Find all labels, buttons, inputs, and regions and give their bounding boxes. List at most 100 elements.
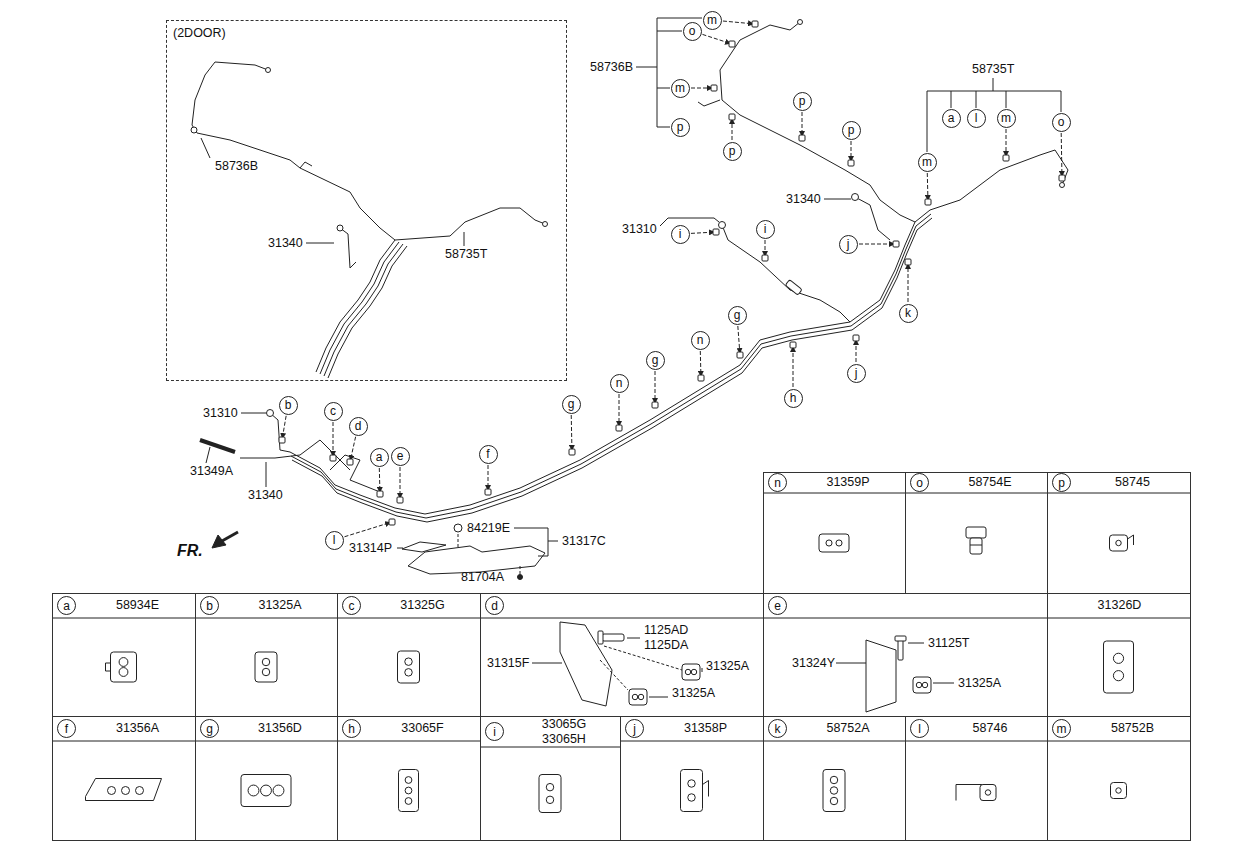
callout-letter-text: o bbox=[1058, 116, 1065, 128]
part-number: 31325G bbox=[400, 598, 444, 612]
pipe-clip bbox=[711, 85, 717, 91]
part-icon bbox=[241, 775, 291, 807]
table-line bbox=[337, 741, 480, 742]
parts-cell: 31325Gc bbox=[337, 593, 481, 717]
callout-letter: o bbox=[1052, 113, 1071, 132]
clip-tab bbox=[703, 781, 709, 797]
callout-letter: g bbox=[646, 351, 665, 370]
part-number: 31325A bbox=[258, 598, 301, 612]
callout-letter-text: e bbox=[397, 450, 404, 462]
fitting bbox=[719, 222, 726, 229]
clip-tab bbox=[106, 663, 111, 671]
callout-letter-text: m bbox=[675, 82, 685, 94]
part-icon bbox=[819, 534, 849, 552]
pipe-clip bbox=[762, 255, 768, 261]
callout-letter-text: e bbox=[774, 600, 781, 612]
clip-hole bbox=[546, 796, 553, 803]
parts-cell: 58752Ak bbox=[763, 716, 906, 841]
callout-letter: j bbox=[847, 364, 866, 383]
part-icon bbox=[1110, 535, 1128, 551]
part-number: 31359P bbox=[826, 475, 869, 489]
bolt bbox=[602, 634, 624, 641]
part-icon bbox=[966, 527, 986, 538]
leader-line bbox=[488, 465, 489, 490]
pipe bbox=[316, 240, 395, 372]
part-number: 58745 bbox=[1115, 475, 1150, 489]
pipe-clip bbox=[752, 21, 758, 27]
parts-cell: 31359Pn bbox=[763, 472, 906, 594]
fitting bbox=[543, 222, 548, 227]
callout-letter-text: i bbox=[679, 228, 682, 240]
leader-line bbox=[836, 663, 866, 664]
clip-hole bbox=[119, 668, 128, 677]
callout-letter: n bbox=[610, 374, 629, 393]
callout-letter: m bbox=[703, 11, 722, 30]
pipe bbox=[340, 228, 356, 268]
callout-letter: p bbox=[842, 121, 861, 140]
callout-letter-text: g bbox=[734, 309, 741, 321]
parts-cell: 33065Fh bbox=[337, 716, 481, 841]
callout-letter-text: l bbox=[975, 112, 978, 124]
part-number: 31315F bbox=[487, 656, 529, 670]
leader-line bbox=[660, 218, 719, 226]
clip-hole bbox=[119, 658, 128, 667]
pipe bbox=[192, 62, 545, 240]
clip-hole bbox=[985, 790, 990, 795]
pipe-clip bbox=[925, 199, 931, 205]
pipe bbox=[290, 210, 930, 514]
leader-line bbox=[379, 468, 381, 492]
screw bbox=[518, 575, 523, 580]
pipe bbox=[720, 22, 915, 222]
clip-hole bbox=[830, 797, 837, 804]
part-icon bbox=[980, 785, 996, 801]
callout-letter: k bbox=[899, 304, 918, 323]
callout-letter-text: h bbox=[348, 723, 355, 735]
leader-line bbox=[933, 683, 954, 684]
part-number: 31317C bbox=[562, 534, 606, 548]
callout-letter: f bbox=[479, 445, 498, 464]
leader-line bbox=[655, 371, 656, 403]
pipe-clip bbox=[729, 41, 735, 47]
table-line bbox=[763, 618, 1047, 619]
callout-letter: b bbox=[279, 396, 298, 415]
callout-letter: a bbox=[57, 596, 76, 615]
part-number: 58934E bbox=[116, 598, 159, 612]
callout-letter: l bbox=[325, 531, 344, 550]
leader-line bbox=[691, 88, 712, 89]
callout-letter-text: p bbox=[799, 95, 806, 107]
table-line bbox=[763, 741, 905, 742]
table-line bbox=[52, 741, 195, 742]
parts-cell: 1125AD1125DA31315F31325A31325Ad bbox=[480, 593, 764, 717]
pipe bbox=[240, 440, 350, 470]
parts-cell: 58754Eo bbox=[905, 472, 1048, 594]
callout-letter: p bbox=[793, 92, 812, 111]
callout-letter: g bbox=[200, 719, 219, 738]
protector bbox=[402, 542, 446, 552]
clip-hole bbox=[122, 787, 130, 795]
callout-letter-text: p bbox=[677, 121, 684, 133]
pipe-clip bbox=[853, 335, 859, 341]
pipe-clip bbox=[713, 229, 719, 235]
part-number: 58752A bbox=[826, 721, 869, 735]
pipe bbox=[855, 197, 890, 240]
part-number: 31340 bbox=[248, 488, 283, 502]
pipe-clip bbox=[1003, 155, 1009, 161]
bracket-line bbox=[657, 18, 702, 19]
clip-hole bbox=[405, 787, 412, 794]
parts-cell: 31325A b bbox=[195, 593, 338, 717]
callout-letter: b bbox=[200, 596, 219, 615]
pipe-clip bbox=[1059, 175, 1065, 181]
leader-line bbox=[1006, 129, 1007, 156]
clip-hole bbox=[1116, 540, 1121, 545]
part-number: 31356A bbox=[116, 721, 159, 735]
leader-line bbox=[532, 663, 562, 664]
callout-letter-text: j bbox=[847, 238, 850, 250]
bolt bbox=[898, 640, 903, 660]
leader-line bbox=[627, 638, 640, 639]
fitting bbox=[852, 194, 859, 201]
pipe-clip bbox=[698, 375, 704, 381]
part-icon bbox=[539, 775, 561, 813]
callout-letter-text: k bbox=[905, 307, 911, 319]
callout-letter: h bbox=[342, 719, 361, 738]
part-icon bbox=[399, 770, 419, 812]
